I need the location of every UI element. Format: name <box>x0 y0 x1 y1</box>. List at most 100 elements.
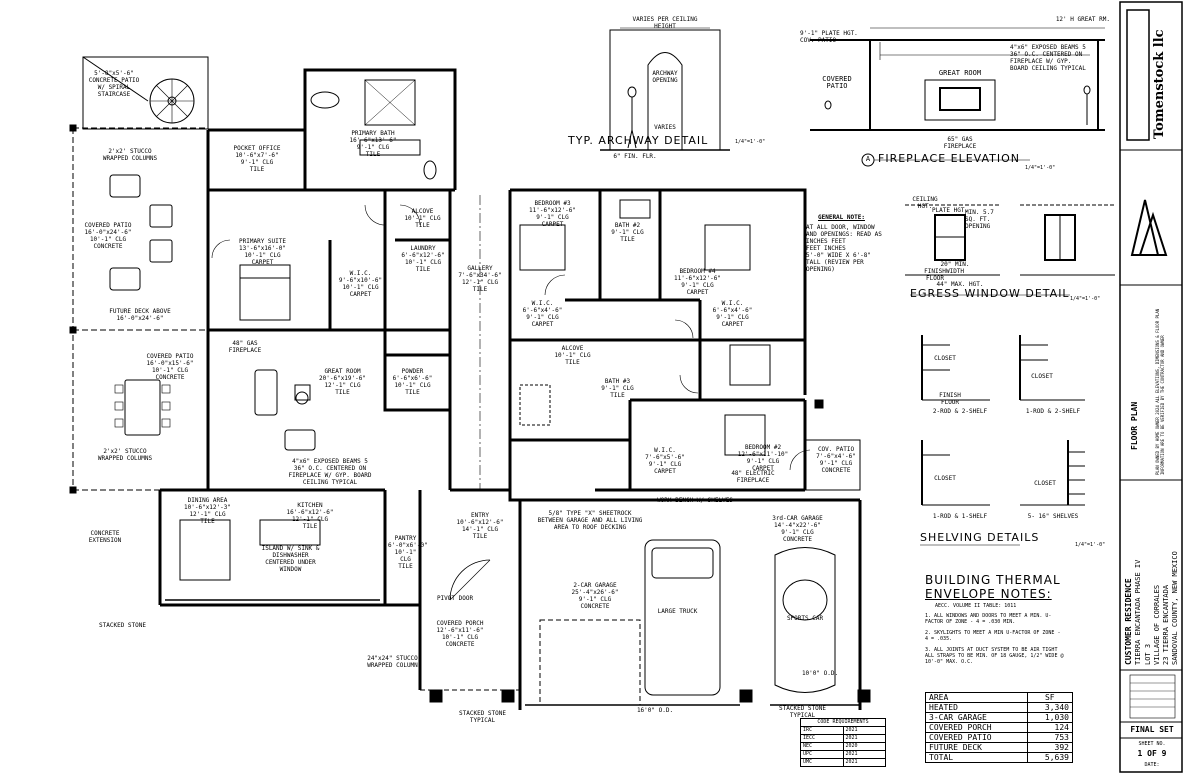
project-name: TIERRA ENCANTADA PHASE IV <box>1134 559 1142 665</box>
shelving-scale: 1/4"=1'-0" <box>1075 542 1106 548</box>
sheet-number: 1 OF 9 <box>1137 749 1167 758</box>
area-row-label: HEATED <box>925 702 1028 713</box>
egress-finish-floor: FINISH FLOOR <box>924 268 946 282</box>
area-row-label: TOTAL <box>925 752 1028 763</box>
room-wic-primary: W.I.C. 9'-6"x10'-6" 10'-1" CLG CARPET <box>338 270 383 298</box>
code-table-header: CODE REQUIREMENTS <box>800 718 886 727</box>
area-header-sf: SF <box>1026 692 1074 703</box>
fp-gas-fireplace: 65" GAS FIREPLACE <box>943 136 977 150</box>
shelving-caption-3: 1-ROD & 1-SHELF <box>932 513 988 520</box>
area-row-value: 753 <box>1026 732 1074 743</box>
concrete-extension-label: CONCRETE EXTENSION <box>88 530 122 544</box>
archway-varies-bottom: VARIES <box>654 124 676 131</box>
egress-width: 20" MIN. WIDTH <box>940 261 970 275</box>
shelving-closet-4: CLOSET <box>1034 480 1056 487</box>
room-great-room: GREAT ROOM 20'-6"x19'-6" 12'-1" CLG TILE <box>319 368 366 396</box>
archway-floor-label: 6" FIN. FLR. <box>613 153 657 160</box>
room-bedroom-3: BEDROOM #3 11'-6"x12'-6" 9'-1" CLG CARPE… <box>529 200 576 228</box>
egress-scale: 1/4"=1'-0" <box>1070 296 1101 302</box>
shelving-caption-1: 2-ROD & 2-SHELF <box>932 408 988 415</box>
company-logo: Tomenstock llc <box>1152 29 1167 139</box>
exposed-beams-label: 4"x6" EXPOSED BEAMS 5 36" O.C. CENTERED … <box>288 458 372 486</box>
residence-name: CUSTOMER RESIDENCE <box>1124 578 1133 665</box>
code-row-label: NEC <box>800 742 844 751</box>
stacked-stone-typ-label: STACKED STONE TYPICAL <box>459 710 506 724</box>
fp-plate-height: 9'-1" PLATE HGT. COV. PATIO <box>800 30 858 44</box>
room-cov-patio: COV. PATIO 7'-6"x4'-6" 9'-1" CLG CONCRET… <box>816 446 856 474</box>
room-pocket-office: POCKET OFFICE 10'-6"x7'-6" 9'-1" CLG TIL… <box>233 145 281 173</box>
village-name: VILLAGE OF CORRALES <box>1153 584 1161 665</box>
shelving-closet-3: CLOSET <box>934 475 956 482</box>
fp-covered-patio: COVERED PATIO <box>822 75 852 90</box>
room-covered-patio-top: COVERED PATIO 16'-0"x24'-6" 10'-1" CLG C… <box>84 222 132 250</box>
garage-door-16-label: 16'0" O.D. <box>636 707 674 714</box>
room-laundry: LAUNDRY 6'-6"x12'-6" 10'-1" CLG TILE <box>401 245 445 273</box>
fp-great-room: GREAT ROOM <box>938 69 982 77</box>
gas-fireplace-label: 48" GAS FIREPLACE <box>228 340 262 354</box>
code-row-value: 2020 <box>842 742 886 751</box>
fp-beams-note: 4"x6" EXPOSED BEAMS 5 36" O.C. CENTERED … <box>1010 44 1086 72</box>
county: SANDOVAL COUNTY, NEW MEXICO <box>1171 551 1179 665</box>
egress-title: EGRESS WINDOW DETAIL <box>910 287 1070 300</box>
date-label: DATE: <box>1144 762 1160 768</box>
room-entry: ENTRY 10'-6"x12'-6" 14'-1" CLG TILE <box>456 512 504 540</box>
room-kitchen: KITCHEN 16'-6"x12'-6" 12'-1" CLG TILE <box>286 502 334 530</box>
area-row-value: 5,639 <box>1026 752 1074 763</box>
room-alcove: ALCOVE 10'-1" CLG TILE <box>404 208 441 229</box>
area-row-value: 1,030 <box>1026 712 1074 723</box>
large-truck-label: LARGE TRUCK <box>657 608 698 615</box>
code-row-label: UMC <box>800 758 844 767</box>
area-row-label: 3-CAR GARAGE <box>925 712 1028 723</box>
room-bedroom-4: BEDROOM #4 11'-6"x12'-6" 9'-1" CLG CARPE… <box>674 268 721 296</box>
area-header-label: AREA <box>925 692 1028 703</box>
island-label: ISLAND W/ SINK & DISHWASHER CENTERED UND… <box>261 545 320 573</box>
egress-min-sq: MIN. 5.7 SQ. FT. OPENING <box>965 209 994 230</box>
room-two-car-garage: 2-CAR GARAGE 25'-4"x26'-6" 9'-1" CLG CON… <box>571 582 619 610</box>
room-wic-4: W.I.C. 6'-6"x4'-6" 9'-1" CLG CARPET <box>712 300 753 328</box>
shelving-closet-2: CLOSET <box>1031 373 1053 380</box>
code-row-value: 2021 <box>842 758 886 767</box>
shelving-caption-4: 5- 16" SHELVES <box>1027 513 1079 520</box>
thermal-subtitle: AECC. VOLUME II TABLE: 1011 <box>935 603 1017 609</box>
stacked-stone-typ-label-2: STACKED STONE TYPICAL <box>779 705 826 719</box>
room-primary-suite: PRIMARY SUITE 13'-6"x16'-0" 10'-1" CLG C… <box>239 238 286 266</box>
thermal-note-3: 3. ALL JOINTS AT DUCT SYSTEM TO BE AIR T… <box>925 647 1064 665</box>
pivot-door-label: PIVOT DOOR <box>436 595 474 602</box>
fp-marker: A <box>865 155 871 163</box>
shelving-caption-2: 1-ROD & 2-SHELF <box>1025 408 1081 415</box>
code-row-label: IRC <box>800 726 844 735</box>
room-dining: DINING AREA 10'-6"x12'-3" 12'-1" CLG TIL… <box>184 497 231 525</box>
thermal-note-2: 2. SKYLIGHTS TO MEET A MIN U-FACTOR OF Z… <box>925 630 1061 642</box>
room-bedroom-2: BEDROOM #2 12'-6"x11'-10" 9'-1" CLG CARP… <box>737 444 789 472</box>
room-third-car-garage: 3rd-CAR GARAGE 14'-4"x22'-6" 9'-1" CLG C… <box>772 515 823 543</box>
electric-fireplace-label: 48" ELECTRIC FIREPLACE <box>731 470 775 484</box>
code-row-value: 2021 <box>842 726 886 735</box>
stucco-columns-label: 2'x2' STUCCO WRAPPED COLUMNS <box>102 148 158 162</box>
room-gallery: GALLERY 7'-6"x34'-6" 12'-1" CLG TILE <box>458 265 502 293</box>
fp-great-rm-height: 12' H GREAT RM. <box>1055 16 1110 23</box>
egress-ceiling-hgt: CEILING HGT. <box>912 196 938 210</box>
room-covered-patio-mid: COVERED PATIO 16'-0"x15'-6" 10'-1" CLG C… <box>146 353 194 381</box>
room-powder: POWDER 6'-6"x6'-6" 10'-1" CLG TILE <box>392 368 433 396</box>
fp-title: FIREPLACE ELEVATION <box>878 152 1021 165</box>
disclaimer: PLAN OWNED BY HOME OWNER 2024 ALL ELEVAT… <box>1155 308 1165 475</box>
room-bath-3: BATH #3 9'-1" CLG TILE <box>601 378 634 399</box>
area-row-label: FUTURE DECK <box>925 742 1028 753</box>
code-row-label: IECC <box>800 734 844 743</box>
archway-opening-label: ARCHWAY OPENING <box>652 70 678 84</box>
room-wic-2: W.I.C. 7'-6"x5'-6" 9'-1" CLG CARPET <box>645 447 685 475</box>
egress-max-hgt: 44" MAX. HGT. <box>936 281 984 288</box>
general-note-title: GENERAL NOTE: <box>818 214 865 221</box>
area-row-label: COVERED PORCH <box>925 722 1028 733</box>
shelving-finish-floor: FINISH FLOOR <box>939 392 961 406</box>
